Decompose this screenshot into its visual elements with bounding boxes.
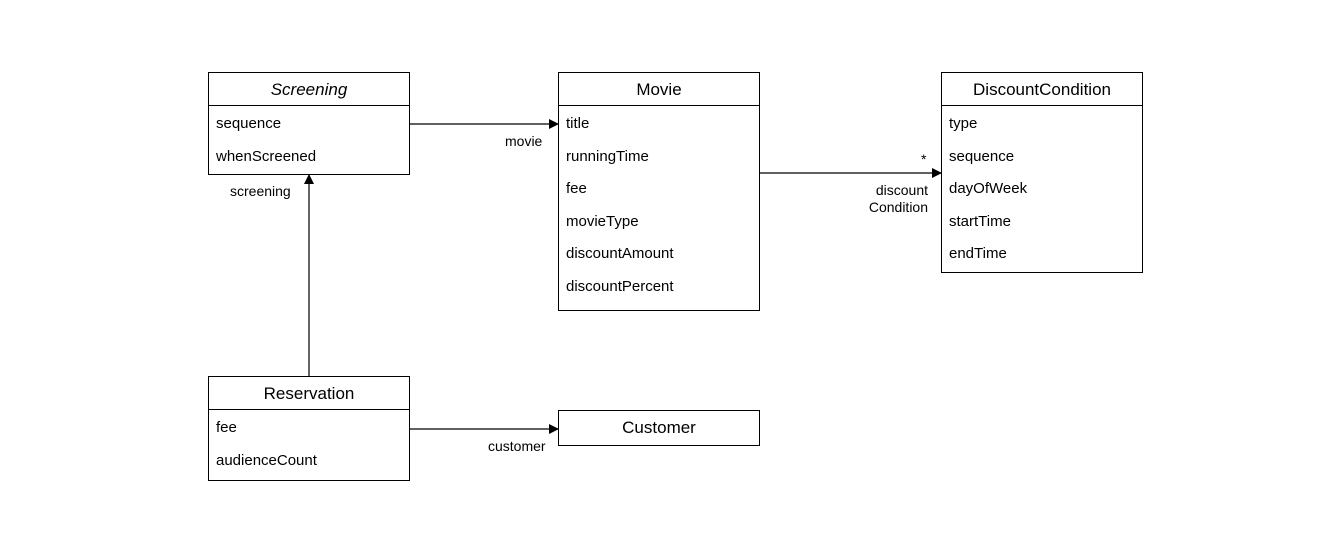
role-label-screening: screening: [230, 183, 291, 199]
class-reservation[interactable]: Reservation fee audienceCount: [208, 376, 410, 481]
class-name: Reservation: [209, 377, 409, 410]
attribute: startTime: [949, 212, 1011, 230]
attribute: type: [949, 115, 978, 132]
attribute: audienceCount: [216, 451, 317, 469]
attribute: runningTime: [566, 147, 649, 165]
class-customer[interactable]: Customer: [558, 410, 760, 446]
attribute: dayOfWeek: [949, 180, 1028, 197]
role-label-customer: customer: [488, 438, 546, 454]
class-name: Movie: [559, 73, 759, 106]
attribute: fee: [566, 180, 587, 197]
role-label-discount-condition: discount Condition: [852, 182, 928, 216]
attribute: endTime: [949, 245, 1007, 262]
role-label-movie: movie: [505, 133, 543, 149]
class-name: Screening: [209, 73, 409, 106]
attribute: sequence: [216, 115, 282, 132]
attribute: fee: [216, 419, 237, 436]
attribute: movieType: [566, 212, 639, 230]
role-label-line: discount: [875, 182, 928, 198]
class-screening[interactable]: Screening sequence whenScreened: [208, 72, 410, 175]
attribute: discountAmount: [566, 245, 674, 262]
attribute: whenScreened: [216, 147, 317, 165]
role-label-line: Condition: [868, 199, 928, 215]
attribute: discountPercent: [566, 277, 674, 295]
class-name: Customer: [622, 418, 696, 437]
class-movie[interactable]: Movie title runningTime fee movieType di…: [558, 72, 760, 311]
attribute: sequence: [949, 147, 1015, 165]
multiplicity-label: *: [921, 151, 927, 167]
attribute: title: [566, 115, 590, 132]
class-name: DiscountCondition: [942, 73, 1142, 106]
class-discount-condition[interactable]: DiscountCondition type sequence dayOfWee…: [941, 72, 1143, 273]
